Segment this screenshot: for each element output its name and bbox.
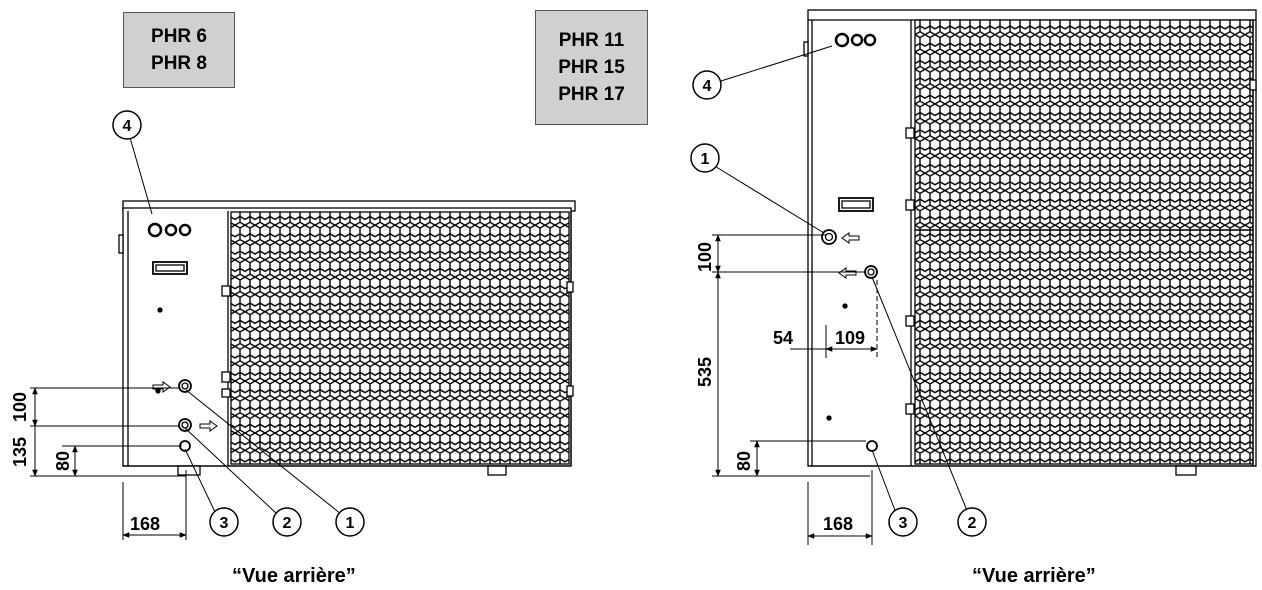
right-model-box: PHR 11 PHR 15 PHR 17 (535, 10, 648, 125)
cable-gland-icon (834, 32, 850, 48)
callout-2: 2 (957, 507, 987, 537)
dim-535: 535 (695, 357, 715, 387)
dim-80: 80 (734, 451, 754, 471)
callout-4: 4 (112, 110, 142, 140)
callout-1: 1 (335, 507, 365, 537)
callout-3: 3 (209, 507, 239, 537)
flow-arrow-icon (841, 232, 860, 244)
svg-text:4: 4 (703, 78, 712, 95)
svg-text:1: 1 (346, 515, 355, 532)
right-unit (803, 9, 1257, 476)
svg-text:2: 2 (283, 515, 292, 532)
callout-1: 1 (690, 143, 720, 173)
right-dimensions (712, 234, 878, 545)
right-grille (914, 19, 1254, 465)
cable-gland-icon (850, 33, 864, 47)
svg-text:3: 3 (899, 515, 908, 532)
right-model-label: PHR 15 (558, 57, 625, 78)
svg-text:1: 1 (701, 151, 710, 168)
flow-arrow-icon (152, 381, 171, 393)
svg-text:2: 2 (968, 515, 977, 532)
dim-168: 168 (823, 514, 853, 534)
drain-connection-icon (866, 440, 878, 452)
svg-text:3: 3 (220, 515, 229, 532)
callout-2: 2 (272, 507, 302, 537)
flow-arrow-icon (838, 267, 857, 279)
svg-text:4: 4 (123, 118, 132, 135)
dim-54: 54 (773, 328, 793, 348)
dim-100: 100 (695, 242, 715, 272)
cable-gland-icon (164, 223, 178, 237)
left-model-label: PHR 8 (151, 53, 207, 74)
left-dimensions (30, 387, 187, 540)
left-grille (230, 211, 570, 465)
left-unit (118, 200, 576, 476)
dim-80: 80 (53, 451, 73, 471)
dim-100: 100 (10, 392, 30, 422)
dim-135: 135 (10, 437, 30, 467)
right-model-label: PHR 17 (558, 84, 625, 105)
cable-gland-icon (863, 33, 877, 47)
right-model-label: PHR 11 (558, 30, 625, 51)
left-caption: “Vue arrière” (232, 565, 356, 587)
dim-109: 109 (835, 328, 865, 348)
cable-gland-icon (147, 222, 163, 238)
cable-gland-icon (178, 223, 192, 237)
callout-4: 4 (692, 70, 722, 100)
left-model-box: PHR 6 PHR 8 (123, 12, 235, 88)
callout-3: 3 (888, 507, 918, 537)
dim-168: 168 (130, 514, 160, 534)
left-model-label: PHR 6 (151, 26, 207, 47)
flow-arrow-icon (199, 420, 218, 432)
right-caption: “Vue arrière” (972, 565, 1096, 587)
